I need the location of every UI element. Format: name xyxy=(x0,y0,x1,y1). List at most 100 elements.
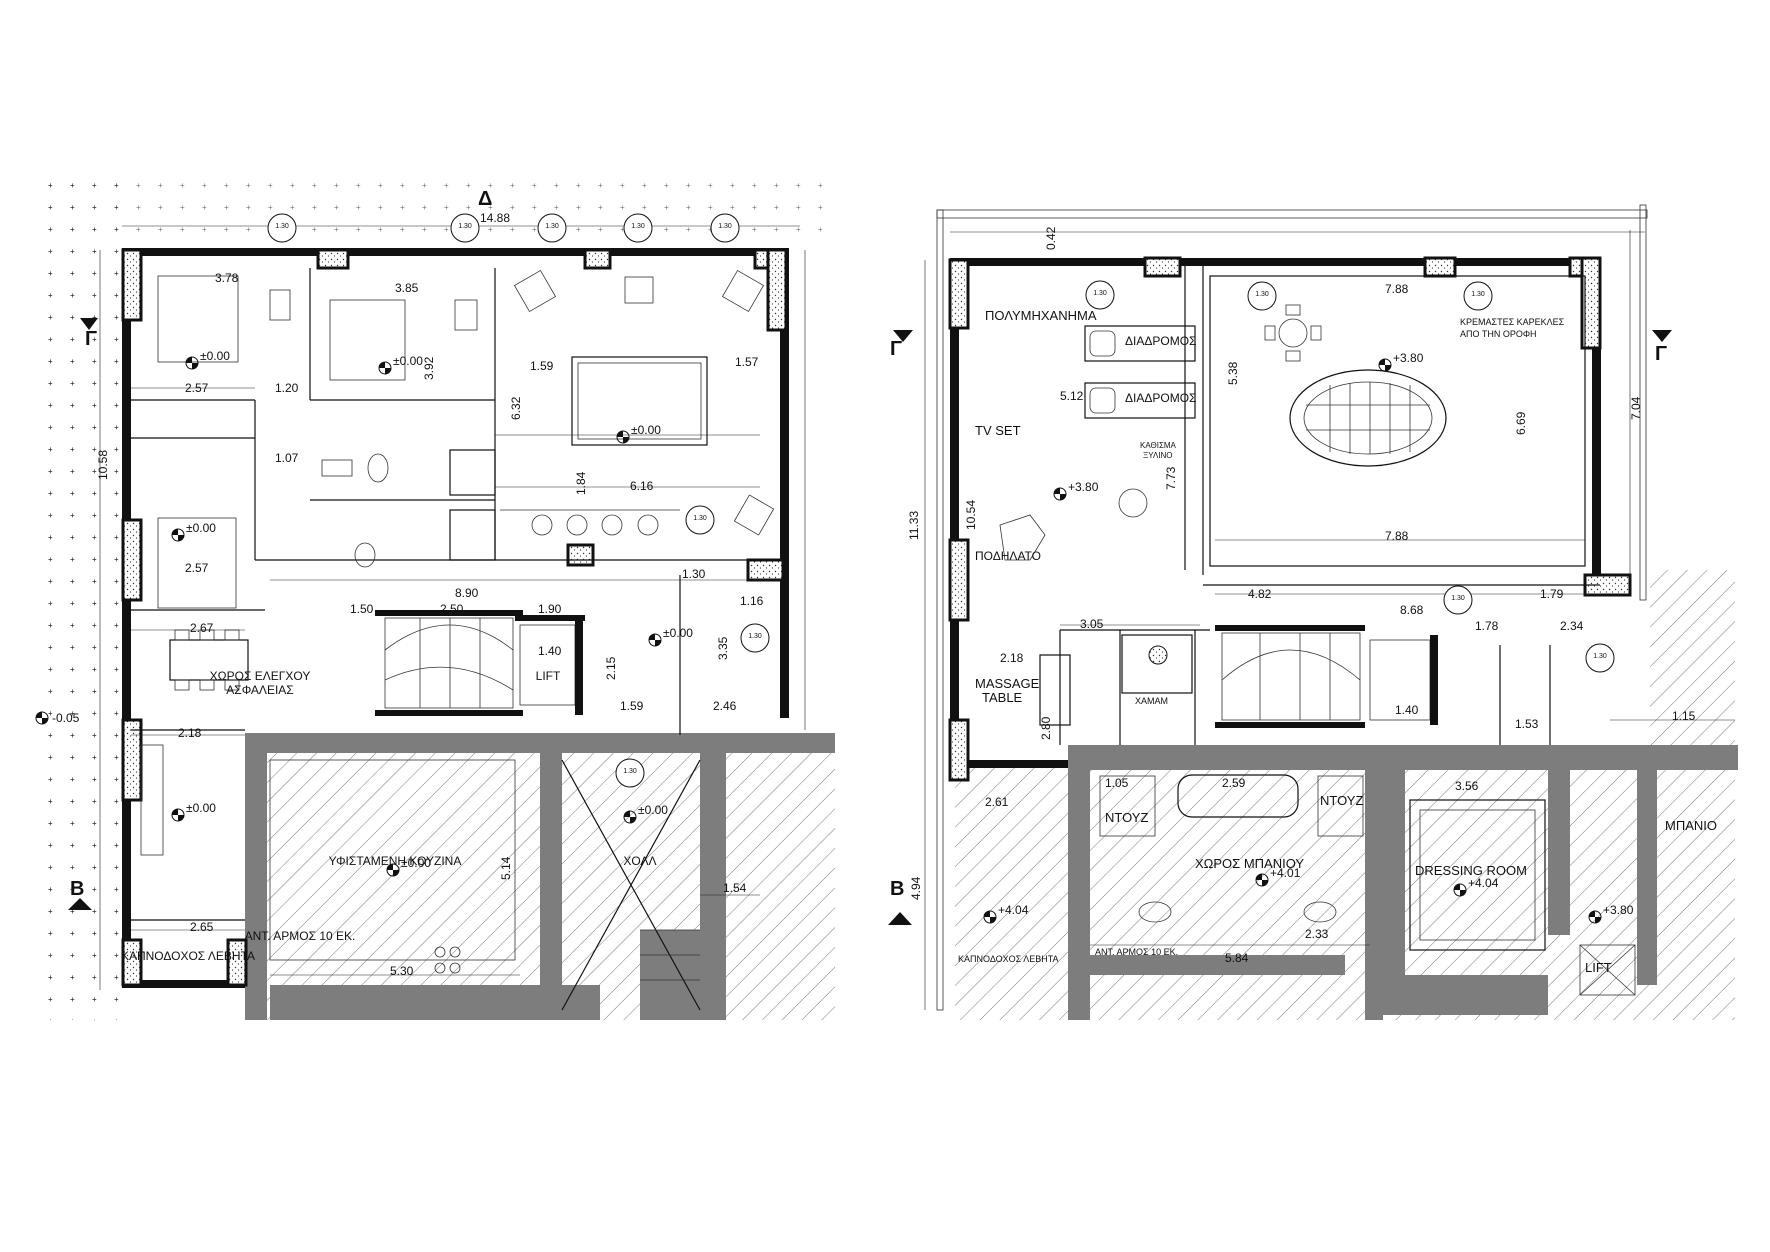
left-west-wall xyxy=(122,248,131,988)
svg-text:1.07: 1.07 xyxy=(275,451,299,465)
left-window-tags: 1.30 1.30 1.30 1.30 1.30 1.30 1.30 1.30 xyxy=(267,213,770,788)
right-room-tvset: TV SET xyxy=(975,423,1021,438)
svg-text:2.18: 2.18 xyxy=(178,726,202,740)
svg-text:+4.04: +4.04 xyxy=(998,903,1029,917)
svg-text:±0.00: ±0.00 xyxy=(200,349,230,363)
svg-text:+4.04: +4.04 xyxy=(1468,876,1499,890)
right-treadmill-1 xyxy=(1084,325,1196,362)
left-kitchen-counter xyxy=(140,744,164,856)
svg-text:5.12: 5.12 xyxy=(1060,389,1084,403)
svg-text:5.38: 5.38 xyxy=(1226,361,1240,385)
svg-text:1.50: 1.50 xyxy=(350,602,374,616)
svg-text:7.73: 7.73 xyxy=(1164,466,1178,490)
right-hamam xyxy=(1121,634,1193,694)
svg-text:1.30: 1.30 xyxy=(1255,291,1269,298)
right-room-massage-2: TABLE xyxy=(982,690,1023,705)
left-floor-plan: Δ Γ Β ΧΩΡΟΣ ΕΛΕΓΧΟΥ ΑΣΦΑΛΕΙΑΣ ΥΦΙΣΤΑΜΕΝΗ… xyxy=(35,180,835,1020)
svg-text:8.90: 8.90 xyxy=(455,586,479,600)
svg-text:2.46: 2.46 xyxy=(713,699,737,713)
right-floor-plan: Γ Γ Β ΠΟΛΥΜΗΧΑΝΗΜΑ ΔΙΑΔΡΟΜΟΣ ΔΙΑΔΡΟΜΟΣ T… xyxy=(888,204,1738,1020)
svg-text:3.35: 3.35 xyxy=(716,636,730,660)
right-section-mark-g1: Γ xyxy=(890,338,902,360)
svg-text:±0.00: ±0.00 xyxy=(186,521,216,535)
svg-text:2.33: 2.33 xyxy=(1305,927,1329,941)
right-room-dressing: DRESSING ROOM xyxy=(1415,863,1527,878)
left-section-mark-b: Β xyxy=(70,878,84,900)
left-room-hall: ΧΟΛΛ xyxy=(623,854,656,868)
right-treadmill-2 xyxy=(1084,382,1196,419)
svg-text:0.42: 0.42 xyxy=(1044,226,1058,250)
svg-text:±0.00: ±0.00 xyxy=(393,354,423,368)
right-bike xyxy=(999,514,1046,561)
right-dimension-labels: 5.12 7.88 7.88 5.38 6.69 4.82 8.68 1.79 … xyxy=(907,226,1696,965)
right-stair xyxy=(1221,632,1361,721)
left-bed-3 xyxy=(157,517,237,609)
svg-text:1.30: 1.30 xyxy=(623,768,637,775)
left-room-opening: ΑΝΤ. ΑΡΜΟΣ 10 ΕΚ. xyxy=(245,929,356,943)
svg-text:1.30: 1.30 xyxy=(693,515,707,522)
left-room-kitchen: ΥΦΙΣΤΑΜΕΝΗ ΚΟΥΖΙΝΑ xyxy=(329,854,462,868)
svg-text:2.50: 2.50 xyxy=(440,602,464,616)
left-section-mark-d: Δ xyxy=(478,188,492,210)
svg-text:1.84: 1.84 xyxy=(574,471,588,495)
svg-text:1.59: 1.59 xyxy=(530,359,554,373)
left-shower xyxy=(449,449,496,496)
svg-text:2.59: 2.59 xyxy=(1222,776,1246,790)
svg-text:1.30: 1.30 xyxy=(545,223,559,230)
svg-text:+4.01: +4.01 xyxy=(1270,866,1301,880)
svg-text:1.30: 1.30 xyxy=(1471,291,1485,298)
svg-text:6.32: 6.32 xyxy=(509,396,523,420)
right-room-massage: MASSAGE xyxy=(975,676,1040,691)
left-hall-void xyxy=(561,759,701,1011)
svg-text:1.16: 1.16 xyxy=(740,594,764,608)
right-dressing-room xyxy=(1409,799,1546,951)
right-bathtub xyxy=(1177,774,1299,818)
right-section-mark-g2: Γ xyxy=(1655,343,1667,365)
left-kitchen-outline xyxy=(269,759,516,961)
svg-text:1.30: 1.30 xyxy=(1451,595,1465,602)
svg-text:1.40: 1.40 xyxy=(538,644,562,658)
svg-text:2.65: 2.65 xyxy=(190,920,214,934)
svg-text:±0.00: ±0.00 xyxy=(638,803,668,817)
right-room-opening: ΑΝΤ. ΑΡΜΟΣ 10 ΕΚ. xyxy=(1095,947,1178,957)
svg-text:1.30: 1.30 xyxy=(682,567,706,581)
left-north-wall xyxy=(122,248,787,256)
right-room-seat-2: ΞΥΛΙΝΟ xyxy=(1143,451,1173,460)
left-carpet xyxy=(571,356,708,446)
svg-text:1.57: 1.57 xyxy=(735,355,759,369)
right-west-wall xyxy=(950,258,959,768)
svg-text:5.84: 5.84 xyxy=(1225,951,1249,965)
svg-text:1.05: 1.05 xyxy=(1105,776,1129,790)
left-ground-texture xyxy=(35,180,123,1020)
right-room-bike: ΠΟΔΗΛΑΤΟ xyxy=(975,549,1041,563)
svg-text:6.16: 6.16 xyxy=(630,479,654,493)
left-armchair xyxy=(513,269,557,313)
svg-text:1.30: 1.30 xyxy=(275,223,289,230)
svg-text:2.57: 2.57 xyxy=(185,561,209,575)
svg-text:±0.00: ±0.00 xyxy=(631,423,661,437)
svg-text:2.61: 2.61 xyxy=(985,795,1009,809)
svg-text:10.58: 10.58 xyxy=(96,450,110,480)
svg-text:4.82: 4.82 xyxy=(1248,587,1272,601)
left-bed-2 xyxy=(329,299,406,381)
right-room-hanging: ΚΡΕΜΑΣΤΕΣ ΚΑΡΕΚΛΕΣ xyxy=(1460,317,1565,327)
left-room-lift: LIFT xyxy=(536,669,561,683)
svg-text:±0.00: ±0.00 xyxy=(663,626,693,640)
svg-text:6.69: 6.69 xyxy=(1514,411,1528,435)
right-shower-2 xyxy=(1317,775,1364,837)
right-room-hanging-2: ΑΠΟ ΤΗΝ ΟΡΟΦΗ xyxy=(1460,329,1537,339)
right-room-multigym: ΠΟΛΥΜΗΧΑΝΗΜΑ xyxy=(985,308,1097,323)
svg-text:+3.80: +3.80 xyxy=(1603,903,1634,917)
left-level-markers: ±0.00 ±0.00 ±0.00 ±0.00 ±0.00 ±0.00 ±0.0… xyxy=(35,349,693,877)
svg-text:7.04: 7.04 xyxy=(1629,396,1643,420)
svg-text:5.30: 5.30 xyxy=(390,964,414,978)
svg-text:2.34: 2.34 xyxy=(1560,619,1584,633)
svg-text:3.05: 3.05 xyxy=(1080,617,1104,631)
svg-text:+3.80: +3.80 xyxy=(1068,480,1099,494)
right-east-wall xyxy=(1592,258,1601,588)
svg-text:1.20: 1.20 xyxy=(275,381,299,395)
svg-text:±0.00: ±0.00 xyxy=(186,801,216,815)
right-room-shower-1: ΝΤΟΥΖ xyxy=(1105,810,1148,825)
right-room-chimney: ΚΑΠΝΟΔΟΧΟΣ ΛΕΒΗΤΑ xyxy=(958,954,1059,964)
left-armchair xyxy=(624,276,654,304)
